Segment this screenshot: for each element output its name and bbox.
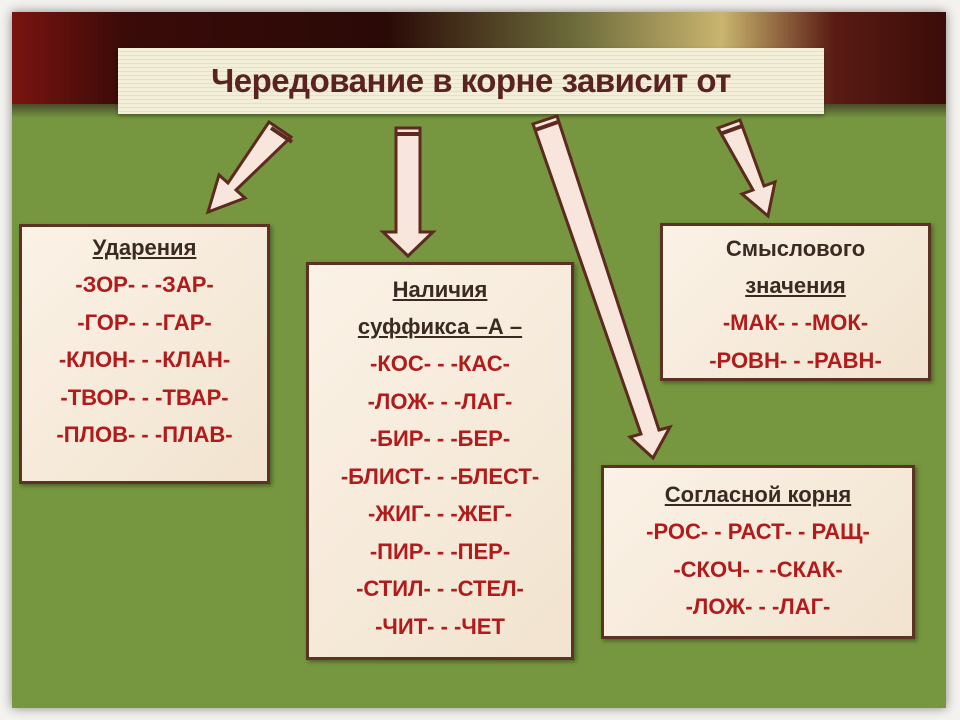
box-consonant: Согласной корня -РОС- - РАСТ- - РАЩ- -СК… xyxy=(601,465,915,639)
box-stress: Ударения -ЗОР- - -ЗАР- -ГОР- - -ГАР- -КЛ… xyxy=(19,224,270,484)
box-heading: Ударения xyxy=(92,235,197,260)
root-pair: -ЗОР- - -ЗАР- xyxy=(75,272,214,297)
root-pair: -БИР- - -БЕР- xyxy=(369,426,511,451)
root-pair: -БЛИСТ- - -БЛЕСТ- xyxy=(340,463,540,489)
root-pair: -МАК- - -МОК- xyxy=(722,310,869,335)
root-pair: -ПЛОВ- - -ПЛАВ- xyxy=(56,422,233,447)
root-pair: -ГОР- - -ГАР- xyxy=(77,309,212,335)
root-pair: -ЧИТ- - -ЧЕТ xyxy=(375,613,505,639)
box-heading: Смыслового xyxy=(725,236,866,261)
arrow-to-stress xyxy=(205,119,294,215)
root-pair: -ПИР- - -ПЕР- xyxy=(369,538,511,564)
box-heading: значения xyxy=(745,273,846,298)
box-suffix: Наличия суффикса –А – -КОС- - -КАС- -ЛОЖ… xyxy=(306,262,574,660)
root-pair: -РОС- - РАСТ- - РАЩ- xyxy=(646,519,870,544)
root-pair: -ЖИГ- - -ЖЕГ- xyxy=(367,501,513,526)
root-pair: -ТВОР- - -ТВАР- xyxy=(60,384,229,410)
box-heading: суффикса –А – xyxy=(357,314,523,339)
arrow-to-suffix xyxy=(379,126,437,259)
arrow-to-consonant xyxy=(531,114,674,461)
root-pair: -ЛОЖ- - -ЛАГ- xyxy=(685,594,831,619)
box-heading: Наличия xyxy=(392,277,488,302)
slide-title: Чередование в корне зависит от xyxy=(211,62,731,99)
root-pair: -СКОЧ- - -СКАК- xyxy=(673,556,843,582)
root-pair: -КОС- - -КАС- xyxy=(370,351,510,376)
box-meaning: Смыслового значения -МАК- - -МОК- -РОВН-… xyxy=(660,223,931,381)
title-strip xyxy=(118,48,824,114)
root-pair: -СТИЛ- - -СТЕЛ- xyxy=(356,576,524,601)
root-pair: -КЛОН- - -КЛАН- xyxy=(58,347,231,372)
box-heading: Согласной корня xyxy=(664,482,852,507)
root-pair: -РОВН- - -РАВН- xyxy=(709,347,882,373)
arrow-to-meaning xyxy=(715,118,778,219)
root-pair: -ЛОЖ- - -ЛАГ- xyxy=(367,388,513,414)
